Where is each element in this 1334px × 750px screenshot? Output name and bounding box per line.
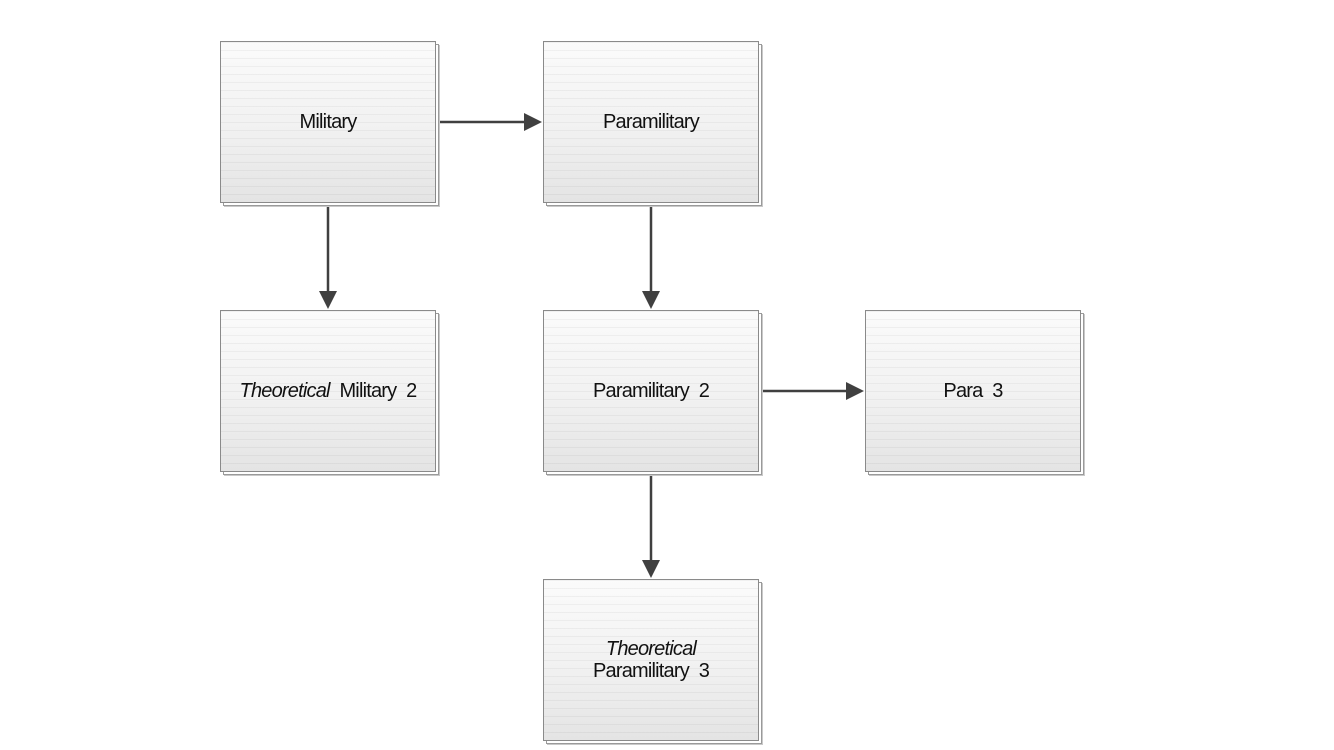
arrowhead-icon [319, 291, 337, 309]
edge-military-to-theoretical-military-2 [319, 203, 337, 309]
arrowhead-icon [642, 560, 660, 578]
node-para-3[interactable]: Para 3 [865, 310, 1081, 472]
edge-military-to-paramilitary [436, 113, 542, 131]
node-qualifier: Theoretical [239, 380, 331, 402]
arrowhead-icon [846, 382, 864, 400]
node-label: Military 2 [339, 380, 417, 402]
node-label: Para 3 [943, 380, 1003, 402]
node-military[interactable]: Military [220, 41, 436, 203]
node-qualifier: Theoretical [605, 638, 697, 660]
edge-paramilitary-2-to-theoretical-paramilitary-3 [642, 471, 660, 578]
arrowhead-icon [524, 113, 542, 131]
node-paramilitary[interactable]: Paramilitary [543, 41, 759, 203]
node-label: Military [299, 111, 358, 133]
node-label-wrapper: Theoretical Military 2 [232, 380, 425, 402]
edge-paramilitary-to-paramilitary-2 [642, 203, 660, 309]
arrowhead-icon [642, 291, 660, 309]
node-label: Paramilitary [603, 111, 700, 133]
node-theoretical-military-2[interactable]: Theoretical Military 2 [220, 310, 436, 472]
node-paramilitary-2[interactable]: Paramilitary 2 [543, 310, 759, 472]
node-label: Paramilitary 2 [592, 380, 710, 402]
node-label: Paramilitary 3 [592, 660, 710, 682]
edge-paramilitary-2-to-para-3 [759, 382, 864, 400]
